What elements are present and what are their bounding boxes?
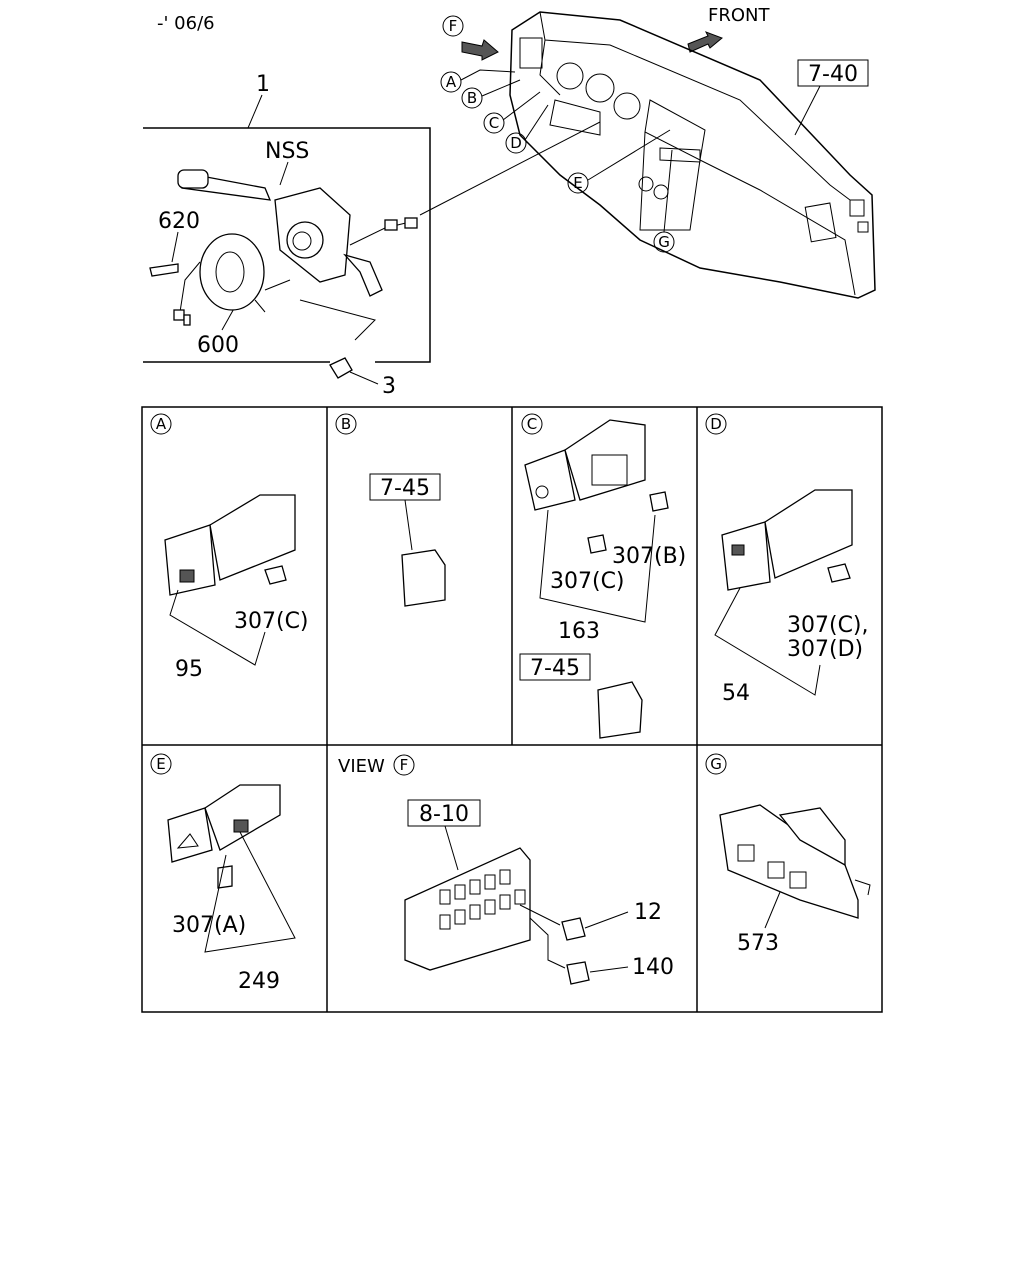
panel-b-letter: B — [341, 415, 351, 433]
panel-e-letter: E — [156, 755, 165, 773]
switch-163-icon — [524, 449, 576, 511]
panel-d-bolt-1: 307(C), — [787, 613, 869, 638]
item-3-label: 3 — [382, 374, 396, 399]
ref-7-40-box — [797, 59, 869, 87]
panel-f-letter: F — [400, 756, 409, 774]
panel-c-letter: C — [527, 415, 537, 433]
item-620-label: 620 — [158, 209, 200, 234]
overview-markers: F A B C D E G — [440, 15, 675, 253]
item-1-label: 1 — [256, 72, 270, 97]
overview-leaders — [419, 69, 673, 233]
ref-7-40: 7-40 — [808, 62, 858, 87]
fuse-block-icon — [404, 847, 531, 971]
front-label: FRONT — [708, 5, 770, 26]
marker-c: C — [489, 114, 499, 132]
panel-f-ref: 8-10 — [419, 802, 469, 827]
combination-switch-illustration — [149, 169, 418, 326]
marker-d: D — [510, 134, 522, 152]
panel-f-part-12: 12 — [634, 900, 662, 925]
switch-95-icon — [164, 524, 216, 596]
marker-a: A — [446, 73, 457, 91]
panel-a: A 307(C) 95 — [150, 413, 309, 682]
switch-panel-573-icon — [719, 804, 859, 919]
dashboard-illustration — [509, 11, 876, 299]
panel-b-ref: 7-45 — [380, 476, 430, 501]
panel-a-part: 95 — [175, 657, 203, 682]
blank-cover-icon — [401, 549, 446, 607]
panel-f: VIEW F 8-10 12 140 — [338, 754, 674, 985]
panel-f-part-140: 140 — [632, 955, 674, 980]
nss-label: NSS — [265, 139, 309, 164]
panel-e: E 307(A) 249 — [150, 753, 296, 994]
marker-g: G — [658, 233, 670, 251]
panel-c-bolt-b: 307(B) — [612, 544, 686, 569]
screw-3-icon — [329, 357, 353, 379]
hazard-switch-249-icon — [167, 807, 213, 863]
marker-b: B — [467, 89, 477, 107]
panel-g-letter: G — [710, 755, 722, 773]
fuse-140-icon — [566, 961, 590, 985]
detail-grid — [141, 406, 883, 1013]
panel-e-part: 249 — [238, 969, 280, 994]
panel-b: B 7-45 — [335, 413, 446, 607]
panel-c-bolt-c: 307(C) — [550, 569, 625, 594]
panel-c: C 307(B) 307(C) 163 7-45 — [519, 413, 686, 739]
date-code: -' 06/6 — [157, 13, 215, 34]
view-f-arrow-icon — [461, 39, 499, 61]
panel-g-part: 573 — [737, 931, 779, 956]
marker-e: E — [573, 174, 582, 192]
marker-f: F — [449, 17, 458, 35]
blank-cover-c-icon — [597, 681, 643, 739]
front-arrow-icon — [687, 31, 723, 53]
fuse-12-icon — [561, 917, 586, 941]
panel-f-view: VIEW — [338, 756, 385, 777]
panel-d: D 307(C), 307(D) 54 — [705, 413, 869, 706]
panel-d-letter: D — [710, 415, 722, 433]
panel-c-ref: 7-45 — [530, 656, 580, 681]
panel-d-bolt-2: 307(D) — [787, 637, 863, 662]
panel-c-part: 163 — [558, 619, 600, 644]
panel-a-letter: A — [156, 415, 167, 433]
item-600-label: 600 — [197, 333, 239, 358]
item-1-box — [143, 127, 431, 363]
panel-d-part: 54 — [722, 681, 750, 706]
panel-a-bolt: 307(C) — [234, 609, 309, 634]
switch-54-icon — [721, 521, 771, 591]
panel-g: G 573 — [705, 753, 871, 956]
